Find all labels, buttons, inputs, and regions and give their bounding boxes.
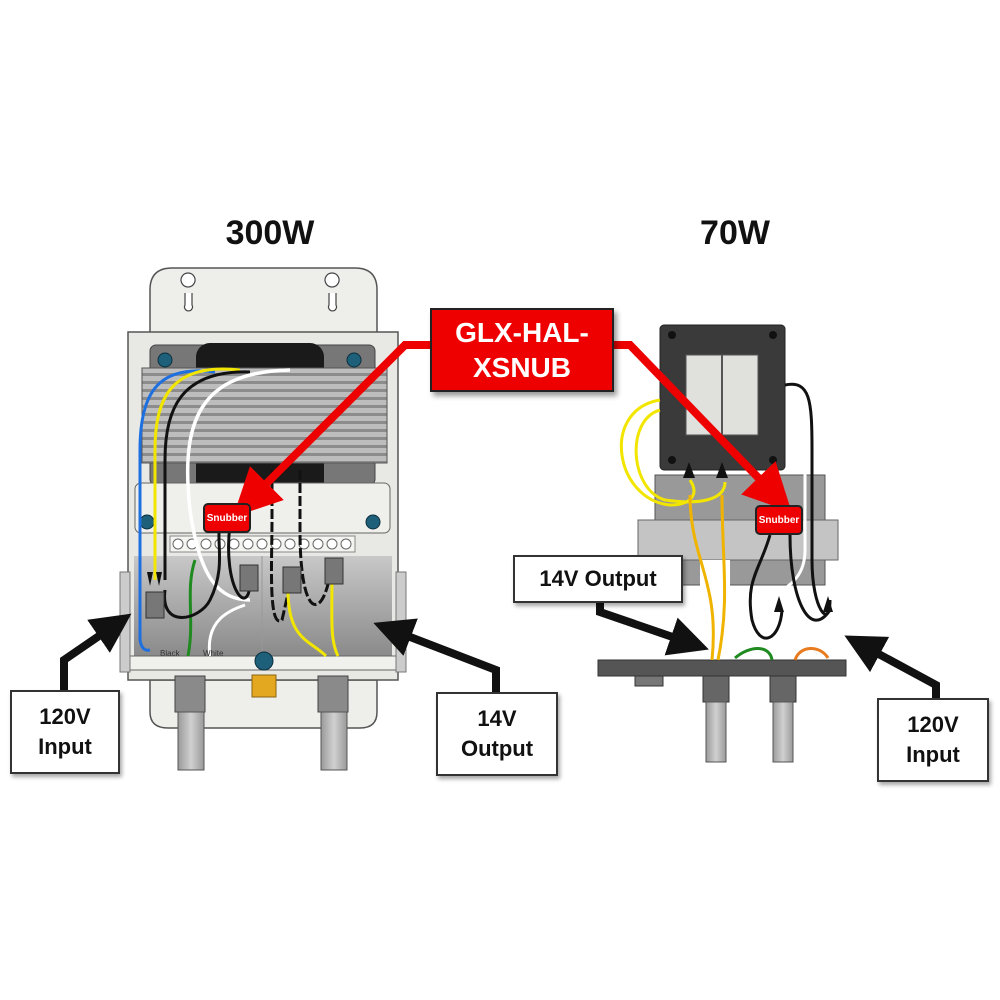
snubber-badge-right: Snubber [755,505,803,535]
arrow-14v-left [373,618,500,692]
conduit-left [177,711,205,771]
label-arrows [60,602,940,700]
wire-nut [774,596,833,612]
base-plate [597,659,847,677]
conduit-left [705,701,727,763]
product-callout: GLX-HAL- XSNUB [430,308,614,392]
wire-green [186,559,197,657]
wire-nut [147,572,162,586]
screw-icon [157,352,173,368]
ground-screw-icon [254,651,274,671]
wire-connector [239,564,259,592]
label-line: 14V [477,706,517,732]
red-arrow-left [233,341,432,517]
wire-green [734,647,774,661]
callout-line1: GLX-HAL- [455,317,589,348]
callout-line2: XSNUB [472,352,571,383]
wire-black-a [163,370,251,580]
wire-white-a [185,368,291,602]
wire-label-white: White [203,649,224,658]
wire-yellow [153,367,241,580]
wire-orange [793,647,830,661]
keyhole-slot-left [180,272,196,312]
label-14v-output-right: 14V Output [513,555,683,603]
screw-icon [139,514,155,530]
label-line: Output [460,736,534,761]
label-line: Input [38,734,92,759]
wire-connector [282,566,302,594]
conduit-fitting-right [317,675,349,713]
label-120v-input-left: 120V Input [10,690,120,774]
title-70w: 70W [700,214,770,252]
arrow-120v-right [844,635,940,700]
wire-white-a [756,393,807,634]
label-line: Input [906,742,960,767]
wire-gold [688,494,715,661]
heatsink-fins [141,367,388,464]
conduit-fitting-right [769,675,797,703]
arrow-120v-left [60,613,132,690]
title-300w: 300W [225,214,315,252]
label-14v-output-left: 14V Output [436,692,558,776]
wire-label-black: Black [160,649,180,658]
wire-nut [683,462,728,478]
red-arrow-right [612,341,792,513]
wire-yellow-loop [619,398,696,507]
mounting-bracket [149,267,378,341]
conduit-fitting-left [702,675,730,703]
screw-icon [346,352,362,368]
ground-lug [251,674,277,698]
callout-arrows [233,341,792,517]
keyhole-slot-right [324,272,340,312]
wire-yellow-out [286,589,328,658]
conduit-fitting-left [174,675,206,713]
label-line: 120V [39,704,91,730]
wire-connector [324,557,344,585]
transformer-70w [597,324,847,763]
snubber-badge-left: Snubber [203,503,251,533]
wire-connector [145,591,165,619]
wiring-compartment [134,556,392,656]
label-120v-input-right: 120V Input [877,698,989,782]
conduit-right [772,701,794,763]
label-line: 120V [907,712,959,738]
conduit-right [320,711,348,771]
transformer-300w [119,267,407,771]
screw-icon [365,514,381,530]
arrow-14v-right [596,602,709,656]
wire-blue [138,369,216,652]
